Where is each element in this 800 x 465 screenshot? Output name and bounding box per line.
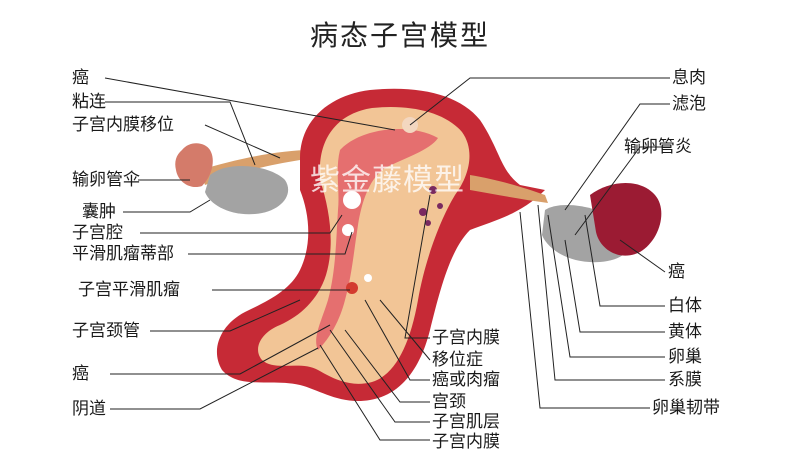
label-endometrium-b: 子宫内膜 [432,432,500,452]
label-endometrial-displacement: 子宫内膜移位 [72,115,174,135]
label-adhesion: 粘连 [72,92,106,112]
endometriosis-spot [437,203,443,209]
label-myoma-pedicle: 平滑肌瘤蒂部 [72,244,174,264]
label-cyst: 囊肿 [82,202,116,222]
label-cancer-top: 癌 [72,68,89,88]
label-ovarian-ligament: 卵巢韧带 [652,398,720,418]
label-displacement-disease: 移位症 [432,350,483,370]
label-fimbriae: 输卵管伞 [72,170,140,190]
cancer-spot [346,282,358,294]
page-title: 病态子宫模型 [0,14,800,54]
label-follicle: 滤泡 [672,94,706,114]
label-cancer-right: 癌 [668,262,685,282]
label-cervix: 宫颈 [432,392,466,412]
label-corpus-luteum: 黄体 [668,322,702,342]
watermark: 紫金藤模型 [310,155,465,199]
label-cervical-canal: 子宫颈管 [72,321,140,341]
label-myometrium: 子宫肌层 [432,412,500,432]
label-ovary: 卵巢 [668,347,702,367]
label-salpingitis: 输卵管炎 [624,137,692,157]
small-lesion [364,274,372,282]
label-polyp: 息肉 [672,68,706,88]
label-mesentery: 系膜 [668,370,702,390]
label-cancer-bottom: 癌 [72,364,89,384]
fibroid-spot [342,224,354,236]
label-uterine-cavity: 子宫腔 [72,223,123,243]
label-corpus-albicans: 白体 [668,296,702,316]
label-endometrium-a: 子宫内膜 [432,328,500,348]
label-leiomyoma: 子宫平滑肌瘤 [78,280,180,300]
label-cancer-or-sarcoma: 癌或肉瘤 [432,370,500,390]
label-vagina: 阴道 [72,399,106,419]
endometriosis-spot [419,208,427,216]
left-cyst [205,166,288,214]
